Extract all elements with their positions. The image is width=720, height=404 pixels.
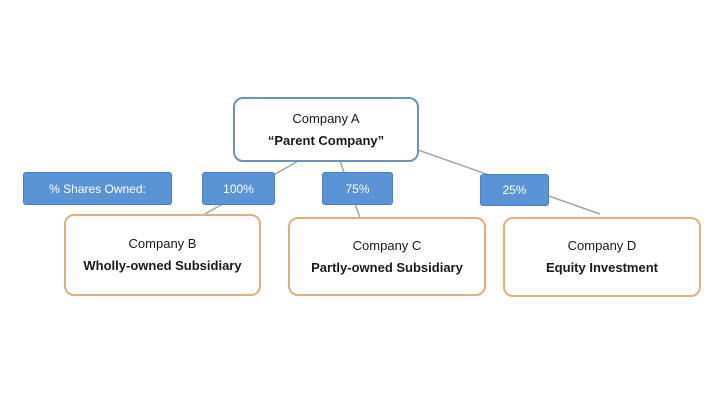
shares-owned-label: % Shares Owned: [23,172,172,205]
company-c-name: Company C [352,237,422,253]
parent-company-type: “Parent Company” [267,132,385,148]
company-d-box: Company D Equity Investment [503,217,701,297]
company-d-type: Equity Investment [546,260,658,275]
company-b-box: Company B Wholly-owned Subsidiary [64,214,261,296]
share-badge-company-d: 25% [480,174,549,206]
parent-company-name: Company A [292,110,360,126]
company-c-type: Partly-owned Subsidiary [311,259,463,275]
company-b-name: Company B [128,236,197,251]
share-badge-company-c: 75% [322,172,393,205]
company-b-type: Wholly-owned Subsidiary [83,258,242,273]
company-d-name: Company D [567,238,637,253]
parent-company-box: Company A “Parent Company” [233,97,419,162]
share-badge-company-b: 100% [202,172,275,205]
company-c-box: Company C Partly-owned Subsidiary [288,217,486,296]
